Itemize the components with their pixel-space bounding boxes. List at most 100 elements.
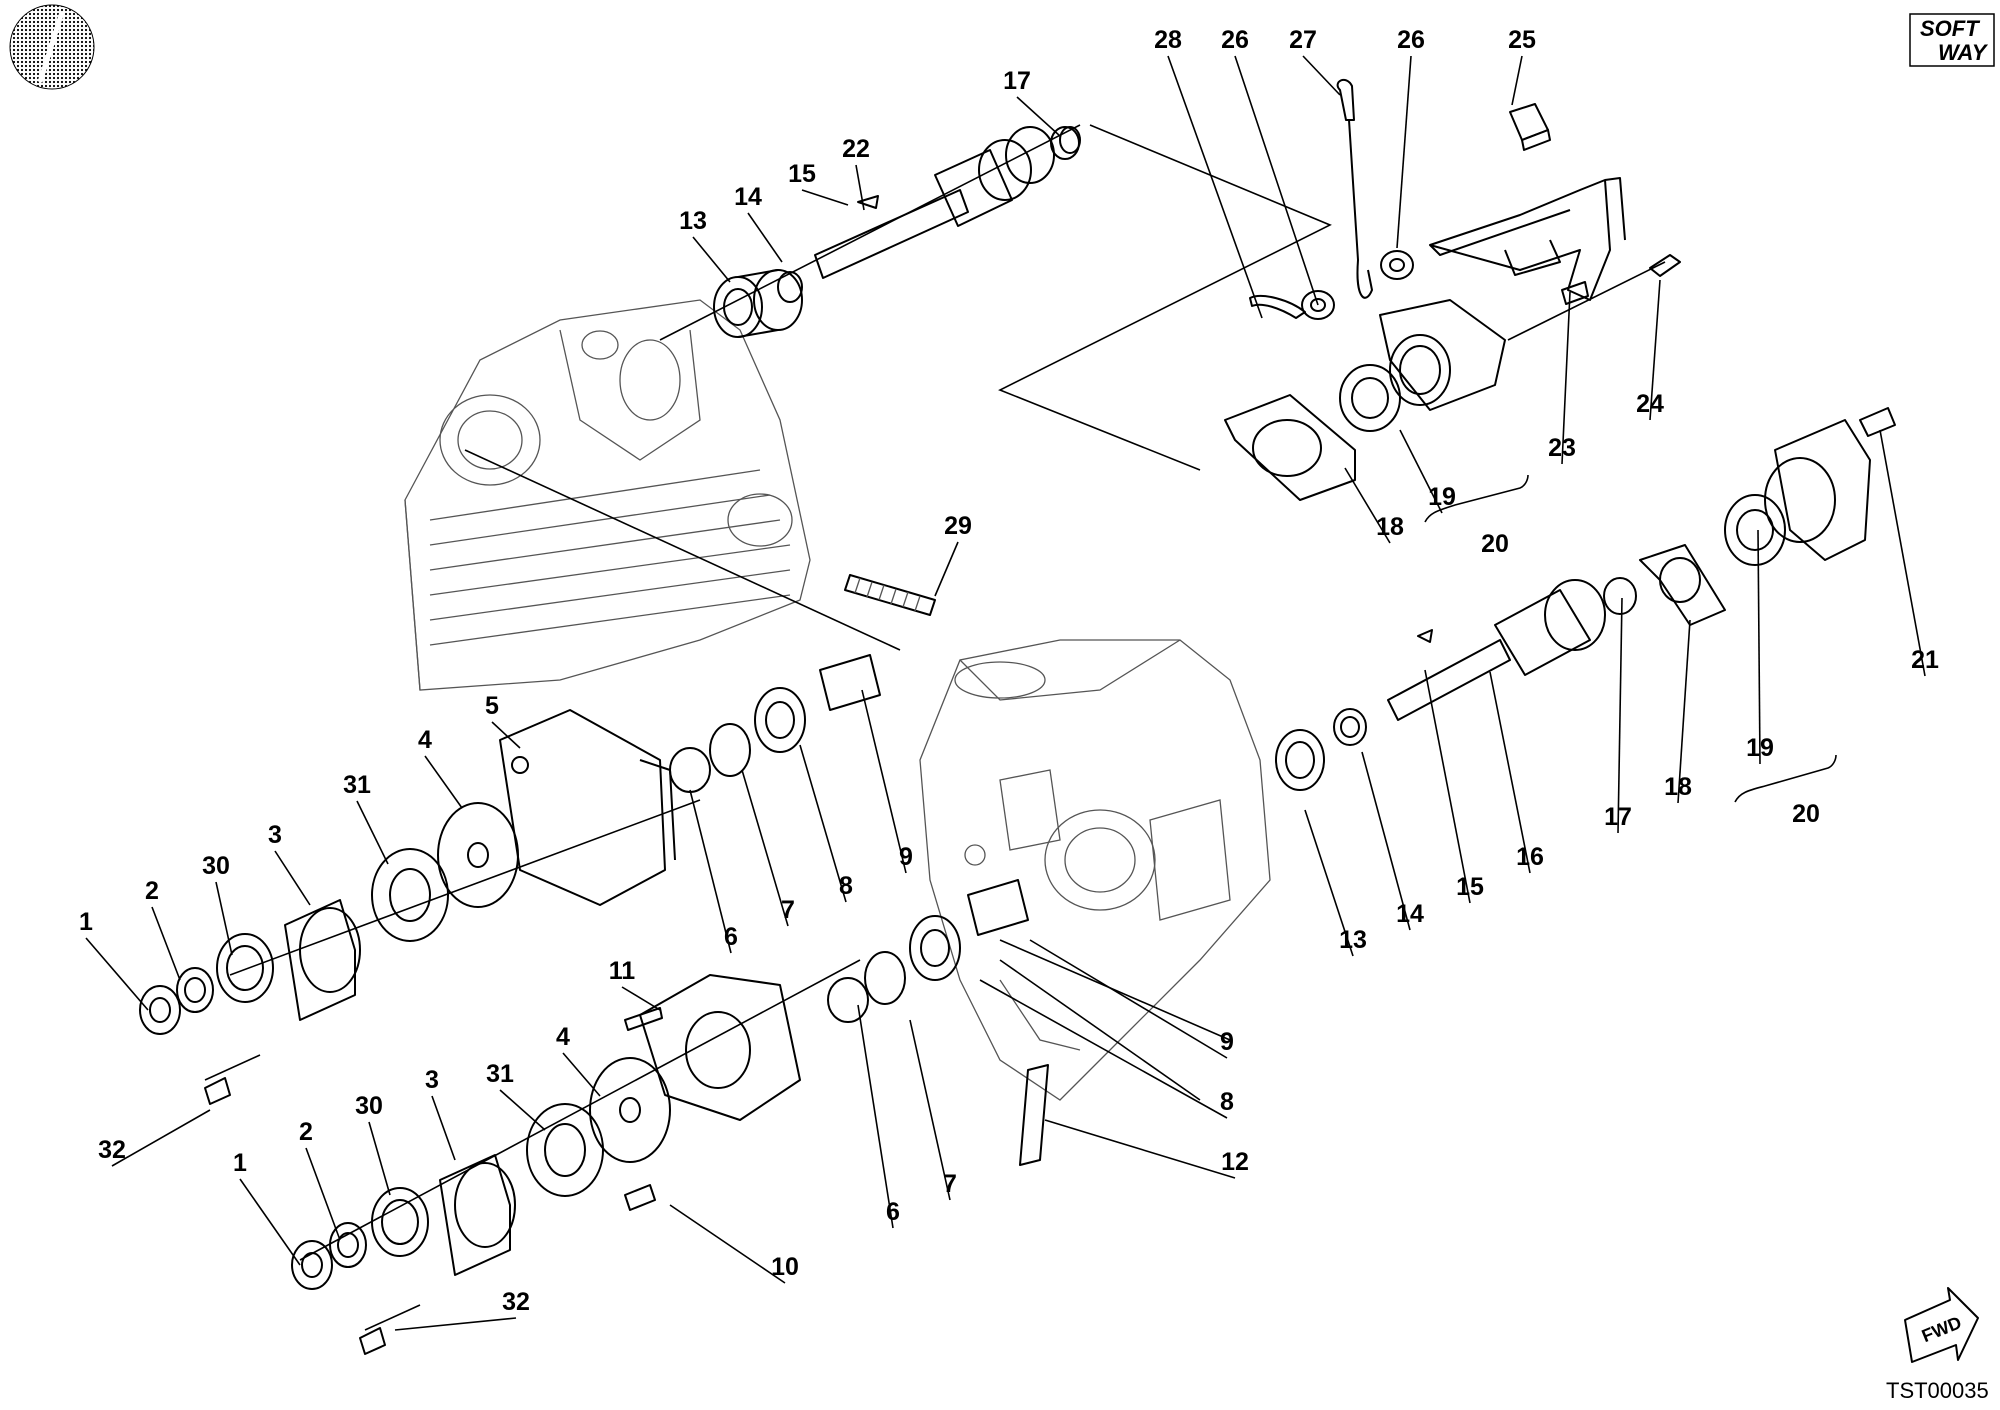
leader-line-c30b — [368, 1121, 391, 1196]
leader-line-c3a — [274, 850, 311, 906]
brand-emblem — [9, 4, 95, 90]
leader-line-c26a — [1234, 55, 1319, 306]
leader-line-c32a — [111, 1109, 211, 1167]
leader-line-c13b — [1304, 809, 1354, 957]
leader-line-c6a — [689, 789, 732, 954]
callout-c2a: 2 — [145, 877, 159, 905]
leader-line-c14b — [1361, 751, 1411, 931]
leader-line-c29 — [934, 541, 959, 597]
leader-line-c8a — [799, 744, 847, 903]
leader-line-c22 — [855, 164, 865, 211]
callout-c10: 10 — [771, 1253, 799, 1281]
callout-c25: 25 — [1508, 26, 1536, 54]
leader-line-c26b — [1396, 55, 1412, 249]
callout-c9b: 9 — [1220, 1028, 1234, 1056]
upper-right-assembly — [1224, 78, 1681, 501]
callout-c6a: 6 — [724, 923, 738, 951]
callout-c2b: 2 — [299, 1118, 313, 1146]
leader-line-c31a — [356, 800, 389, 865]
callout-c5: 5 — [485, 692, 499, 720]
leader-line-c13a — [692, 236, 731, 283]
callout-c19b: 19 — [1746, 734, 1774, 762]
leader-line-c1a — [85, 937, 149, 1011]
leader-line-c11 — [621, 986, 661, 1011]
leader-line-c18b — [1677, 619, 1691, 804]
leader-line-c17b — [1617, 597, 1623, 834]
leader-line-c2b — [305, 1147, 341, 1241]
callout-c20a: 20 — [1481, 530, 1509, 558]
leader-line-c27 — [1302, 55, 1341, 96]
callout-c7a: 7 — [781, 896, 795, 924]
leader-line-c18a — [1344, 467, 1391, 544]
leader-line-c25 — [1511, 55, 1523, 106]
callout-c8b: 8 — [1220, 1088, 1234, 1116]
callout-c29: 29 — [944, 512, 972, 540]
callout-c3a: 3 — [268, 821, 282, 849]
logo-line-1: SOFT — [1920, 16, 1980, 41]
leader-line-c19b — [1757, 529, 1761, 765]
lower-crankcase — [919, 639, 1271, 1101]
upper-cylinder-head — [404, 299, 901, 691]
callout-c13b: 13 — [1339, 926, 1367, 954]
callout-c15b: 15 — [1456, 873, 1484, 901]
callout-c22: 22 — [842, 135, 870, 163]
leader-line-c12 — [1044, 1119, 1236, 1179]
leader-line-c7b — [909, 1019, 951, 1201]
leader-line-c14a — [747, 212, 783, 263]
leader-line-c32b — [394, 1317, 517, 1331]
leader-line-c16 — [1489, 671, 1531, 874]
assembly-bracket-upper — [1424, 474, 1529, 523]
leader-line-c2a — [151, 906, 181, 981]
leader-line-c10 — [669, 1204, 786, 1284]
callout-c32a: 32 — [98, 1136, 126, 1164]
callout-c20b: 20 — [1792, 800, 1820, 828]
leader-line-c6b — [857, 1004, 894, 1229]
callout-c18b: 18 — [1664, 773, 1692, 801]
leader-line-c4b — [562, 1052, 601, 1097]
callout-c31b: 31 — [486, 1060, 514, 1088]
callout-c12: 12 — [1221, 1148, 1249, 1176]
middle-drive-assembly — [139, 654, 881, 1105]
callout-c24: 24 — [1636, 390, 1664, 418]
stud-29 — [844, 574, 936, 616]
callout-c14a: 14 — [734, 183, 762, 211]
callout-c4b: 4 — [556, 1023, 570, 1051]
callout-c8a: 8 — [839, 872, 853, 900]
callout-c26b: 26 — [1397, 26, 1425, 54]
leader-line-c7a — [741, 769, 789, 927]
right-shaft-assembly — [1275, 407, 1896, 791]
assembly-bracket-lower — [1734, 754, 1837, 803]
drawing-code: TST00035 — [1886, 1378, 1989, 1403]
callout-c30b: 30 — [355, 1092, 383, 1120]
callout-c4a: 4 — [418, 726, 432, 754]
callout-c21: 21 — [1911, 646, 1939, 674]
leader-line-c15a — [801, 189, 849, 206]
callout-c13a: 13 — [679, 207, 707, 235]
lower-drive-assembly — [291, 879, 1049, 1355]
leader-line-c28 — [1167, 55, 1263, 319]
callout-c30a: 30 — [202, 852, 230, 880]
softway-logo: SOFT WAY — [1909, 13, 1995, 67]
logo-line-2: WAY — [1938, 40, 1989, 65]
leader-line-c30a — [215, 881, 233, 956]
leader-line-c15b — [1424, 669, 1471, 904]
callout-c18a: 18 — [1376, 513, 1404, 541]
callout-c1a: 1 — [79, 908, 93, 936]
callout-c14b: 14 — [1396, 900, 1424, 928]
leader-line-c1b — [239, 1178, 301, 1266]
leader-line-c21 — [1879, 429, 1926, 677]
leader-line-c17a — [1016, 96, 1061, 137]
callout-c31a: 31 — [343, 771, 371, 799]
fwd-label: FWD — [1919, 1312, 1964, 1346]
leader-line-c19a — [1399, 429, 1443, 514]
callout-c15a: 15 — [788, 160, 816, 188]
leader-line-c5 — [491, 721, 521, 749]
leader-line-c8b — [979, 979, 1228, 1119]
leader-line-c3b — [431, 1095, 456, 1161]
callout-c17a: 17 — [1003, 67, 1031, 95]
callout-c17b: 17 — [1604, 803, 1632, 831]
callout-c26a: 26 — [1221, 26, 1249, 54]
upper-camshaft-assembly — [659, 124, 1332, 471]
